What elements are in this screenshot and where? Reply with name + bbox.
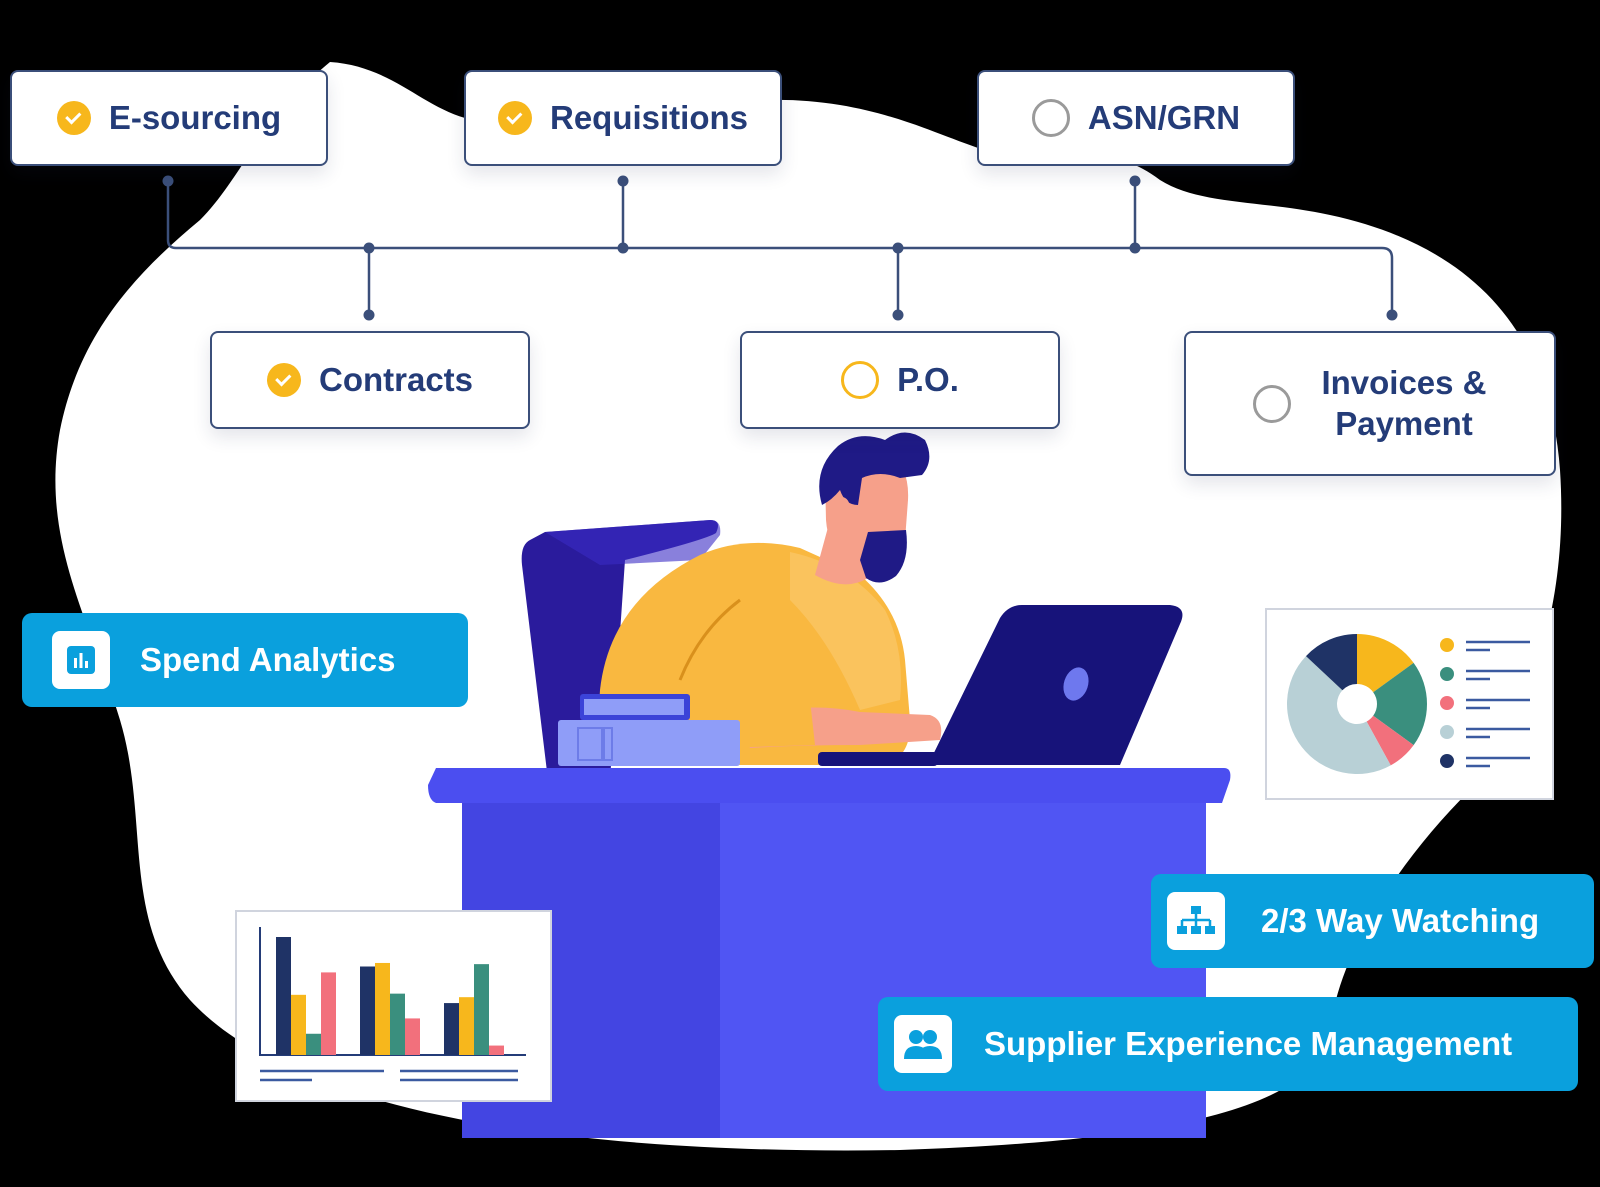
legend-lines — [1466, 756, 1530, 768]
legend-lines — [1466, 698, 1530, 710]
hair — [819, 432, 930, 505]
bar — [321, 972, 336, 1055]
legend-swatch — [1440, 696, 1454, 710]
flow-connectors — [166, 179, 1394, 317]
bar-chart-icon — [52, 631, 110, 689]
bar — [444, 1003, 459, 1055]
legend-swatch — [1440, 725, 1454, 739]
bar — [306, 1033, 321, 1055]
empty-circle-icon — [1253, 384, 1292, 423]
legend-swatch — [1440, 638, 1454, 652]
feature-supplier-experience: Supplier Experience Management — [878, 997, 1578, 1091]
pie-slice — [1357, 634, 1414, 693]
feature-label: Spend Analytics — [140, 641, 396, 678]
pending-circle-icon — [841, 361, 880, 399]
pie-legend — [1440, 638, 1530, 768]
pie-slice — [1373, 662, 1428, 746]
check-circle-icon — [266, 363, 301, 397]
step-contracts: Contracts — [210, 331, 530, 429]
pie-chart — [1287, 634, 1428, 774]
feature-spend-analytics: Spend Analytics — [22, 613, 468, 707]
legend-swatch — [1440, 667, 1454, 681]
check-circle-icon — [497, 101, 532, 135]
bar — [276, 937, 291, 1055]
bar — [375, 962, 390, 1055]
step-invoices-payment: Invoices & Payment — [1184, 331, 1556, 476]
bar — [474, 964, 489, 1055]
connector-dots — [162, 175, 1398, 321]
legend-lines — [1466, 669, 1530, 681]
step-e-sourcing: E-sourcing — [10, 70, 328, 166]
legend-lines — [1466, 640, 1530, 652]
pie-slice — [1287, 656, 1391, 774]
bar — [489, 1045, 504, 1055]
feature-label: 2/3 Way Watching — [1261, 902, 1540, 939]
bar-chart-caption-lines — [260, 1069, 518, 1082]
beard — [860, 530, 907, 583]
bar — [459, 997, 474, 1055]
legend-lines — [1466, 727, 1530, 739]
users-icon — [894, 1015, 952, 1073]
pie-slice — [1366, 715, 1414, 766]
bar — [405, 1018, 420, 1055]
books-stack — [558, 694, 740, 766]
step-label: Requisitions — [549, 98, 749, 136]
connector-e-sourcing — [166, 179, 1394, 317]
step-po: P.O. — [740, 331, 1060, 429]
step-label: P.O. — [897, 360, 959, 398]
bar-chart — [259, 927, 526, 1082]
empty-circle-icon — [1031, 99, 1070, 137]
bar — [291, 994, 306, 1055]
pie-slice — [1305, 634, 1357, 691]
step-label: Invoices & Payment — [1321, 364, 1487, 442]
bar — [390, 993, 405, 1055]
check-circle-icon — [56, 101, 91, 135]
laptop — [818, 605, 1183, 766]
chair — [521, 520, 721, 780]
feature-label: Supplier Experience Management — [984, 1025, 1513, 1062]
bar — [360, 966, 375, 1055]
feature-way-watching: 2/3 Way Watching — [1151, 874, 1594, 968]
step-requisitions: Requisitions — [464, 70, 782, 166]
step-label: ASN/GRN — [1087, 98, 1241, 136]
bar-chart-axis — [259, 927, 526, 1056]
step-label: E-sourcing — [108, 98, 282, 136]
legend-swatch — [1440, 754, 1454, 768]
hierarchy-icon — [1167, 892, 1225, 950]
step-label: Contracts — [318, 360, 474, 398]
step-asn-grn: ASN/GRN — [977, 70, 1295, 166]
